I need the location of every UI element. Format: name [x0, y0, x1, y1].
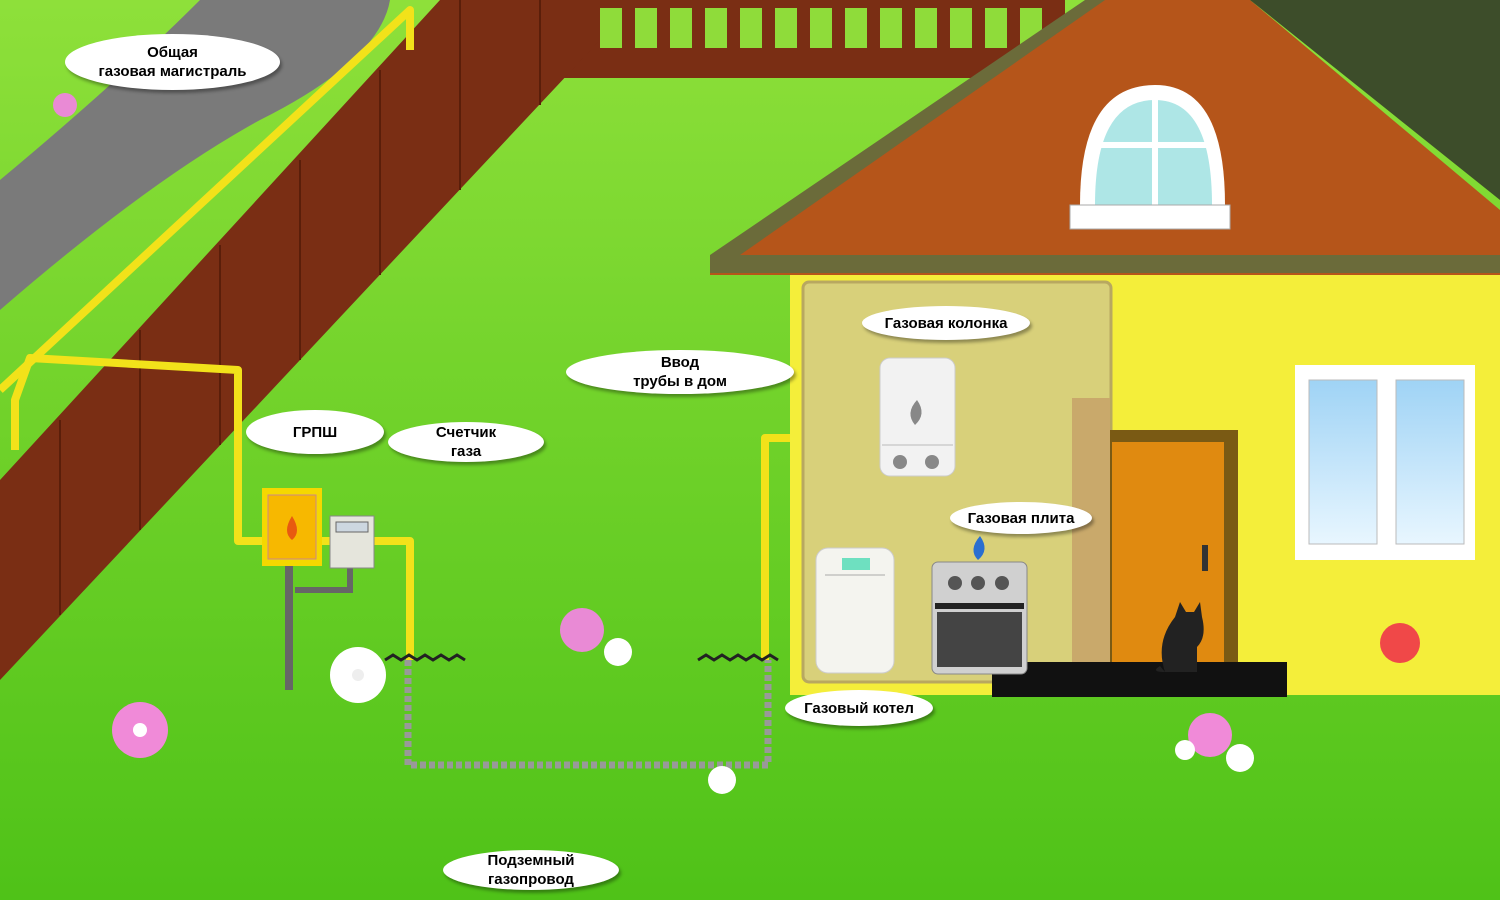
label-grpsh: ГРПШ	[246, 410, 384, 454]
label-house-entry: Ввод трубы в дом	[566, 350, 794, 394]
gas-boiler	[815, 547, 895, 674]
back-fence	[545, 0, 1065, 78]
flowers	[53, 93, 1420, 794]
underground-pipe	[404, 660, 772, 769]
label-gas-stove: Газовая плита	[950, 502, 1092, 534]
label-gas-meter: Счетчик газа	[388, 422, 544, 462]
gas-meter	[329, 515, 375, 569]
label-underground-pipe: Подземный газопровод	[443, 850, 619, 890]
label-water-heater: Газовая колонка	[862, 306, 1030, 340]
label-gas-boiler: Газовый котел	[785, 690, 933, 726]
gas-stove	[931, 536, 1028, 675]
house	[710, 0, 1500, 697]
grpsh-cabinet	[262, 488, 353, 690]
road	[0, 0, 390, 310]
label-main-gas-line: Общая газовая магистраль	[65, 34, 280, 90]
water-heater	[879, 357, 956, 477]
